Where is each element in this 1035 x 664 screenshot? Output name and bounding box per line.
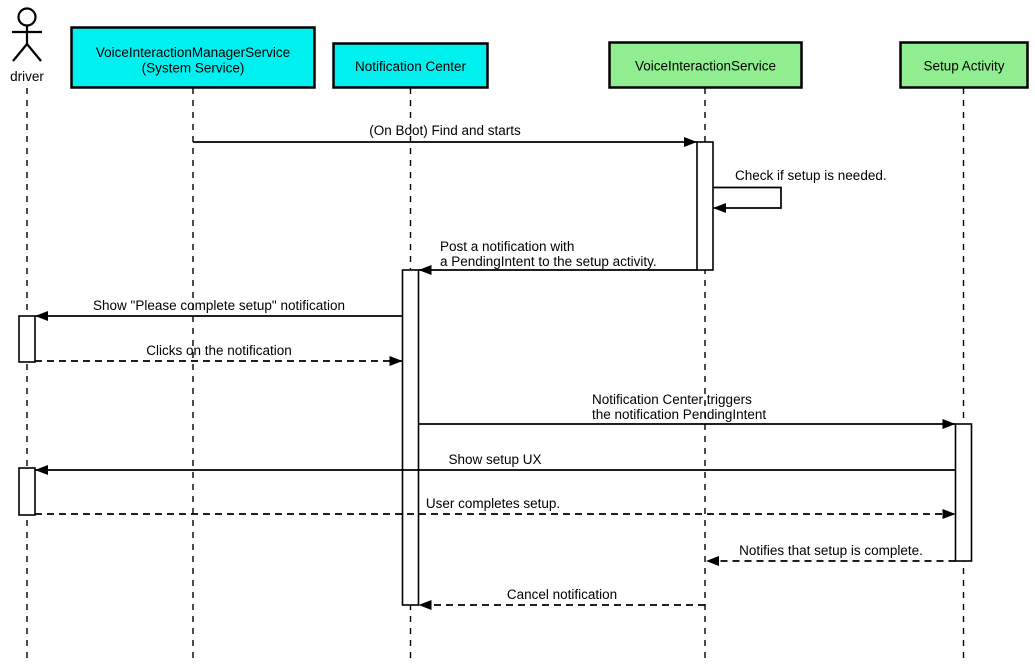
activation-setup-activity xyxy=(954,423,973,562)
participant-box-voice-interaction-manager-service xyxy=(70,26,316,89)
message-label-show-please-complete-setup: Show "Please complete setup" notificatio… xyxy=(93,298,345,313)
activation-voice-interaction-service xyxy=(696,141,714,271)
participant-voice-interaction-manager-service: VoiceInteractionManagerService (System S… xyxy=(70,26,316,89)
participant-notification-center: Notification Center xyxy=(332,42,489,89)
activation-notification-center xyxy=(401,269,420,606)
participant-box-voice-interaction-service xyxy=(608,41,803,89)
participant-voice-interaction-service: VoiceInteractionService xyxy=(608,41,803,89)
participant-label-voice-interaction-manager-service: VoiceInteractionManagerService xyxy=(96,45,290,60)
participant-box-setup-activity xyxy=(899,41,1029,89)
participant-box-notification-center xyxy=(332,42,489,89)
message-arrow-check-if-setup-needed xyxy=(713,186,782,213)
message-label-user-completes-setup: User completes setup. xyxy=(426,496,560,511)
activation-driver-2 xyxy=(18,467,36,516)
activation-driver-1 xyxy=(18,315,36,363)
message-label-cancel-notification: Cancel notification xyxy=(507,587,617,602)
message-label-clicks-on-notification: Clicks on the notification xyxy=(146,343,292,358)
participant-label-notification-center: Notification Center xyxy=(355,59,467,74)
participant-label-voice-interaction-service: VoiceInteractionService xyxy=(635,59,776,74)
message-label-check-if-setup-needed: Check if setup is needed. xyxy=(735,168,887,183)
message-label-triggers-pending-intent-line2: the notification PendingIntent xyxy=(592,407,766,422)
actor-driver-label: driver xyxy=(10,69,44,84)
message-label-on-boot-find-and-starts: (On Boot) Find and starts xyxy=(369,123,521,138)
participant-setup-activity: Setup Activity xyxy=(899,41,1029,89)
message-label-post-notification-line2: a PendingIntent to the setup activity. xyxy=(440,254,657,269)
message-label-show-setup-ux: Show setup UX xyxy=(448,452,541,467)
message-label-post-notification-line1: Post a notification with xyxy=(440,239,574,254)
message-label-notifies-setup-complete: Notifies that setup is complete. xyxy=(739,543,923,558)
participant-label-setup-activity: Setup Activity xyxy=(923,59,1004,74)
message-label-triggers-pending-intent-line1: Notification Center triggers xyxy=(592,392,752,407)
participant-sublabel-system-service: (System Service) xyxy=(142,61,245,76)
actor-driver-icon xyxy=(12,7,42,62)
